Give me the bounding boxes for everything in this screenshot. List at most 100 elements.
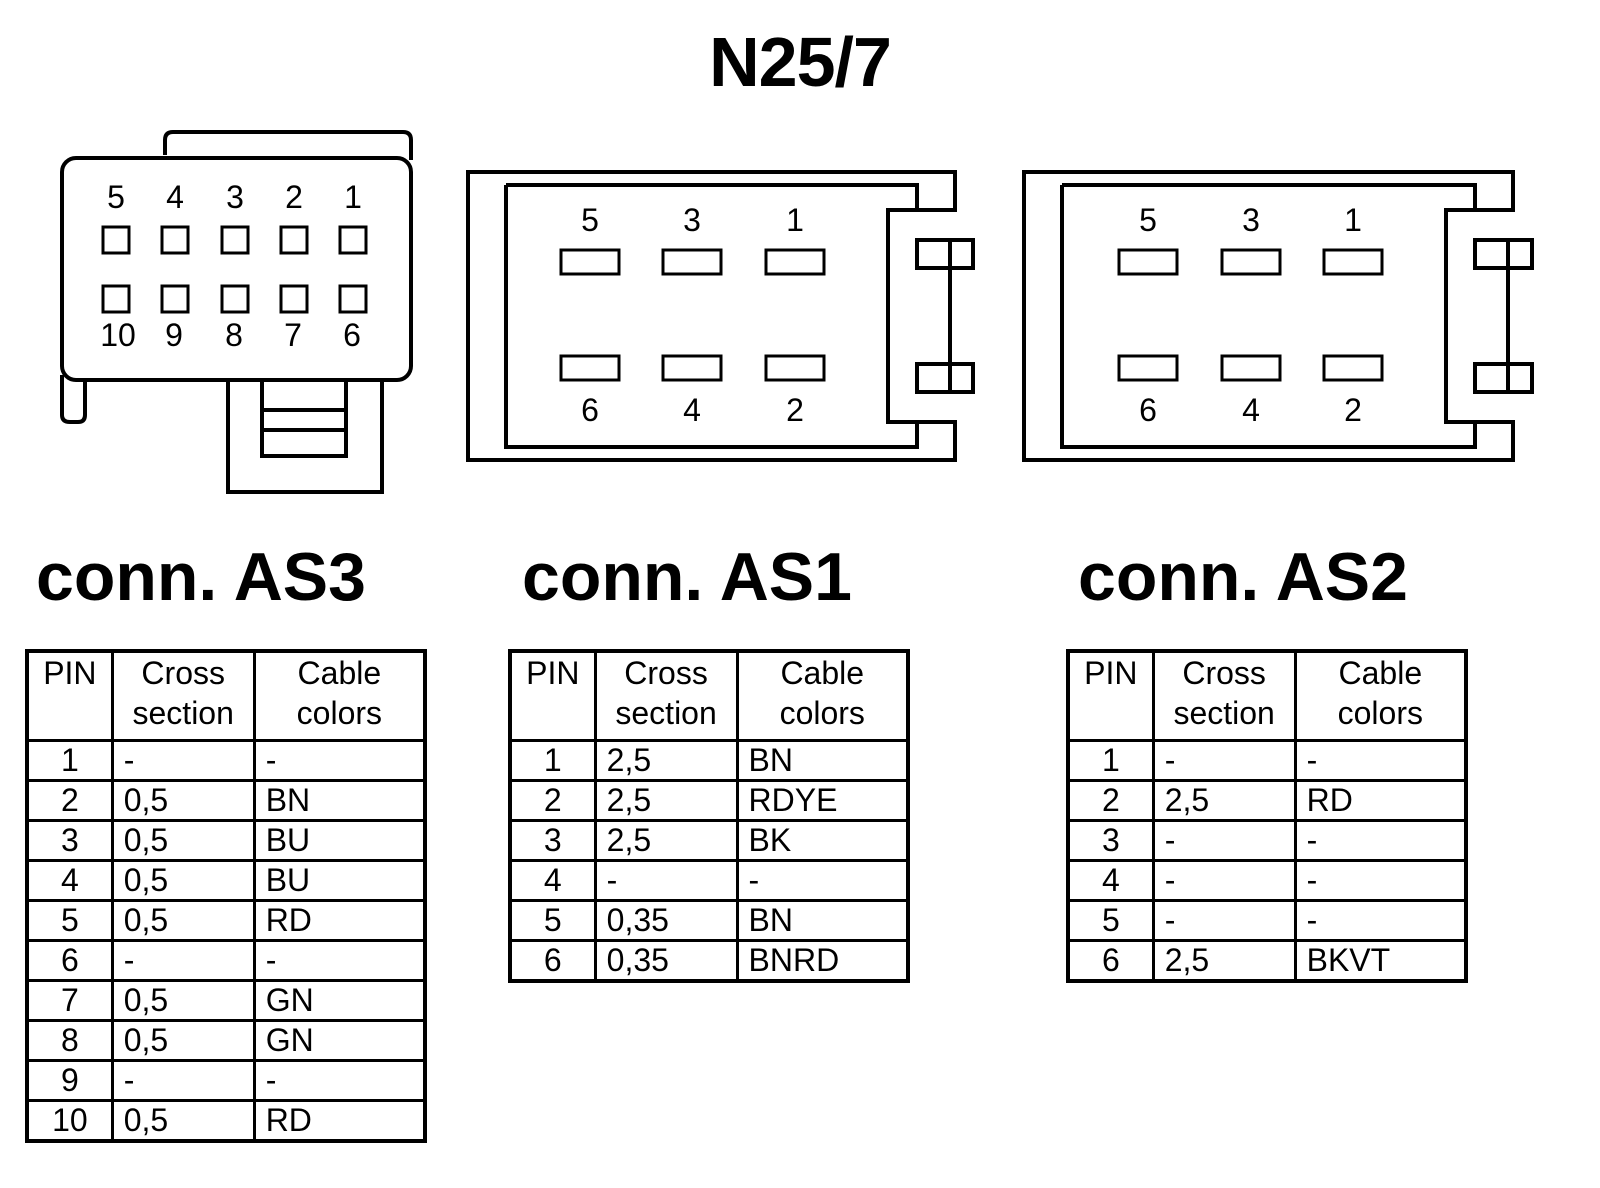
table-row: 4-- [1066, 859, 1468, 902]
cross-section-cell: - [110, 739, 256, 782]
pin-cell: 2 [508, 779, 597, 822]
cable-color-cell: BU [252, 819, 427, 862]
cable-color-cell: RD [252, 1099, 427, 1143]
pin-number-label: 1 [786, 202, 804, 238]
cable-color-cell: GN [252, 979, 427, 1022]
pin-socket [1117, 354, 1179, 382]
cross-section-cell: - [1151, 819, 1297, 862]
pin-cell: 3 [1066, 819, 1155, 862]
pin-socket [160, 284, 190, 314]
pin-number-label: 4 [166, 179, 184, 215]
pin-number-label: 1 [344, 179, 362, 215]
pin-cell: 2 [25, 779, 114, 822]
table-row: 3-- [1066, 819, 1468, 862]
table-row: 6-- [25, 939, 427, 982]
pin-number-label: 8 [225, 317, 243, 353]
cross-section-cell: 2,5 [593, 779, 739, 822]
pin-cell: 2 [1066, 779, 1155, 822]
pin-socket [220, 284, 250, 314]
cross-section-cell: 0,5 [110, 1019, 256, 1062]
pin-socket [279, 284, 309, 314]
cable-color-cell: - [252, 1059, 427, 1102]
pin-cell: 6 [508, 939, 597, 983]
cross-header-line2: section [132, 695, 234, 731]
connector-label-as3: conn. AS3 [36, 539, 366, 615]
cable-color-cell: - [1293, 899, 1468, 942]
cross-header-line2: section [1173, 695, 1275, 731]
cross-section-cell: 0,5 [110, 859, 256, 902]
cross-section-cell: 0,5 [110, 819, 256, 862]
cross-section-cell: 2,5 [593, 819, 739, 862]
pin-number-label: 5 [107, 179, 125, 215]
cable-color-cell: - [735, 859, 910, 902]
cross-section-cell: 2,5 [1151, 939, 1297, 983]
pin-cell: 1 [25, 739, 114, 782]
colors-header-line2: colors [296, 695, 383, 731]
pin-number-label: 6 [581, 392, 599, 428]
pin-cell: 5 [508, 899, 597, 942]
cable-color-cell: GN [252, 1019, 427, 1062]
cable-color-cell: BKVT [1293, 939, 1468, 983]
pin-number-label: 2 [285, 179, 303, 215]
pin-socket [1322, 354, 1384, 382]
pin-cell: 4 [25, 859, 114, 902]
colors-header-line1: Cable [780, 655, 865, 691]
colors-header-line2: colors [779, 695, 865, 731]
cable-color-cell: BN [252, 779, 427, 822]
pin-socket [338, 225, 368, 255]
cross-section-cell: 0,5 [110, 899, 256, 942]
pin-cell: 4 [1066, 859, 1155, 902]
pin-number-label: 2 [786, 392, 804, 428]
pin-number-label: 4 [683, 392, 701, 428]
pin-socket [764, 354, 826, 382]
pin-socket [764, 248, 826, 276]
pin-header: PIN [25, 649, 114, 742]
pin-socket [101, 225, 131, 255]
pin-socket [661, 248, 723, 276]
colors-header-line1: Cable [1338, 655, 1423, 691]
cable-colors-header: Cable colors [735, 649, 910, 742]
pin-cell: 1 [508, 739, 597, 782]
pin-socket [1220, 248, 1282, 276]
pin-number-label: 3 [1242, 202, 1260, 238]
pin-number-label: 9 [165, 317, 183, 353]
pin-cell: 3 [25, 819, 114, 862]
pin-number-label: 2 [1344, 392, 1362, 428]
table-row: 5-- [1066, 899, 1468, 942]
cable-color-cell: RD [252, 899, 427, 942]
pin-socket [220, 225, 250, 255]
table-row: 1-- [25, 739, 427, 782]
pin-number-label: 3 [226, 179, 244, 215]
pin-cell: 1 [1066, 739, 1155, 782]
pin-socket [1322, 248, 1384, 276]
pin-socket [559, 248, 621, 276]
cable-color-cell: BU [252, 859, 427, 902]
pin-socket [559, 354, 621, 382]
pin-number-label: 5 [1139, 202, 1157, 238]
cable-color-cell: RDYE [735, 779, 910, 822]
table-row: 4-- [508, 859, 910, 902]
cross-section-cell: - [593, 859, 739, 902]
pin-number-label: 7 [284, 317, 302, 353]
pin-cell: 6 [1066, 939, 1155, 983]
pin-number-label: 4 [1242, 392, 1260, 428]
pin-cell: 5 [25, 899, 114, 942]
pin-header-text: PIN [1084, 655, 1138, 691]
pin-number-label: 10 [100, 317, 136, 353]
cross-section-cell: - [110, 939, 256, 982]
pin-socket [338, 284, 368, 314]
